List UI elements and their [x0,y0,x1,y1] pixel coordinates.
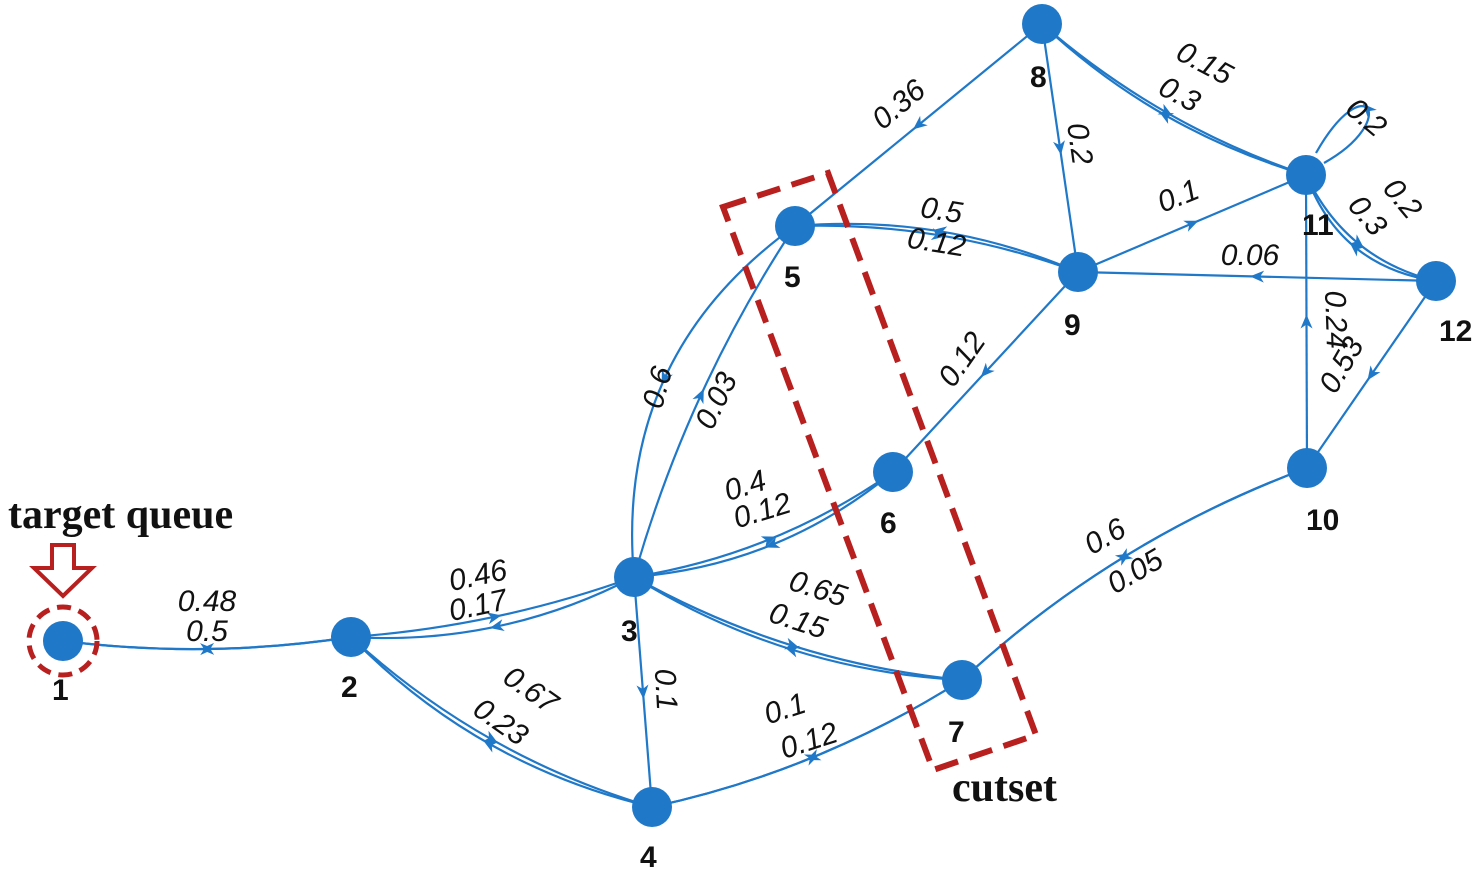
edge-label-8-to-9: 0.2 [1060,121,1099,167]
edges-layer [62,23,1437,809]
node-label-5: 5 [784,261,801,294]
node-6 [873,452,913,492]
node-label-7: 7 [948,716,965,749]
node-8 [1022,4,1062,44]
node-label-10: 10 [1306,504,1339,537]
node-label-12: 12 [1439,315,1472,348]
node-10 [1287,448,1327,488]
node-label-9: 9 [1064,309,1081,342]
cutset-box [719,169,1040,774]
edge-label-2-to-1: 0.48 [178,585,237,618]
nodes-layer [43,4,1456,827]
edge-arrow-icon [930,228,946,240]
node-label-11: 11 [1302,209,1334,242]
edge-arrow-icon [1362,103,1377,119]
edge-label-3-to-5: 0.03 [689,367,744,434]
node-11 [1286,155,1326,195]
edge-label-12-to-9: 0.06 [1221,239,1280,272]
edge-arrow-icon [913,115,928,130]
node-12 [1416,261,1456,301]
target-queue-label: target queue [8,492,233,538]
edge-arrow-icon [661,369,673,385]
node-label-1: 1 [52,674,69,707]
node-label-8: 8 [1030,61,1047,94]
edge-arrow-icon [692,388,704,405]
target-arrow-icon [29,543,97,599]
node-2 [331,617,371,657]
edge-arrow-icon [1183,220,1199,232]
node-3 [614,557,654,597]
edge-arrow-icon [483,740,499,753]
edge-label-7-to-4: 0.1 [760,687,810,731]
edge-arrow-icon [803,754,820,766]
edge-arrow-icon [1053,140,1065,155]
edge-label-3-to-4: 0.1 [648,668,683,711]
edge-label-11-to-11: 0.2 [1340,92,1393,144]
target-highlight-ring [26,604,100,678]
edge-arrow-icon [1157,103,1173,116]
node-1 [43,621,83,661]
edge-arrow-icon [489,619,505,632]
edge-label-9-to-6: 0.12 [932,326,993,393]
edge-arrow-icon [765,536,781,548]
node-7 [942,660,982,700]
edge-arrow-icon [636,684,649,699]
edge-arrow-icon [486,612,502,625]
edge-arrow-icon [1367,365,1381,381]
edge-arrow-icon [1114,553,1130,566]
edge-label-10-to-11: 0.24 [1318,290,1353,350]
node-label-6: 6 [880,507,897,540]
node-label-2: 2 [341,671,358,704]
edge-label-1-to-2: 0.5 [186,615,228,648]
node-4 [632,787,672,827]
node-label-4: 4 [640,841,657,872]
node-5 [775,206,815,246]
edge-arrow-icon [1300,314,1313,329]
edge-arrow-icon [482,730,498,743]
edge-arrow-icon [1250,270,1265,283]
edge-arrow-icon [200,643,215,656]
node-9 [1058,252,1098,292]
edge-label-9-to-5: 0.5 [918,191,965,230]
edge-label-9-to-11: 0.1 [1153,173,1204,219]
cutset-label: cutset [952,765,1057,811]
edge-arrow-icon [784,637,800,650]
edge-label-5-to-3: 0.6 [636,363,679,412]
node-label-3: 3 [621,615,638,648]
edge-arrow-icon [1349,234,1364,248]
edge-arrow-icon [760,536,776,548]
edge-arrow-icon [980,362,995,378]
